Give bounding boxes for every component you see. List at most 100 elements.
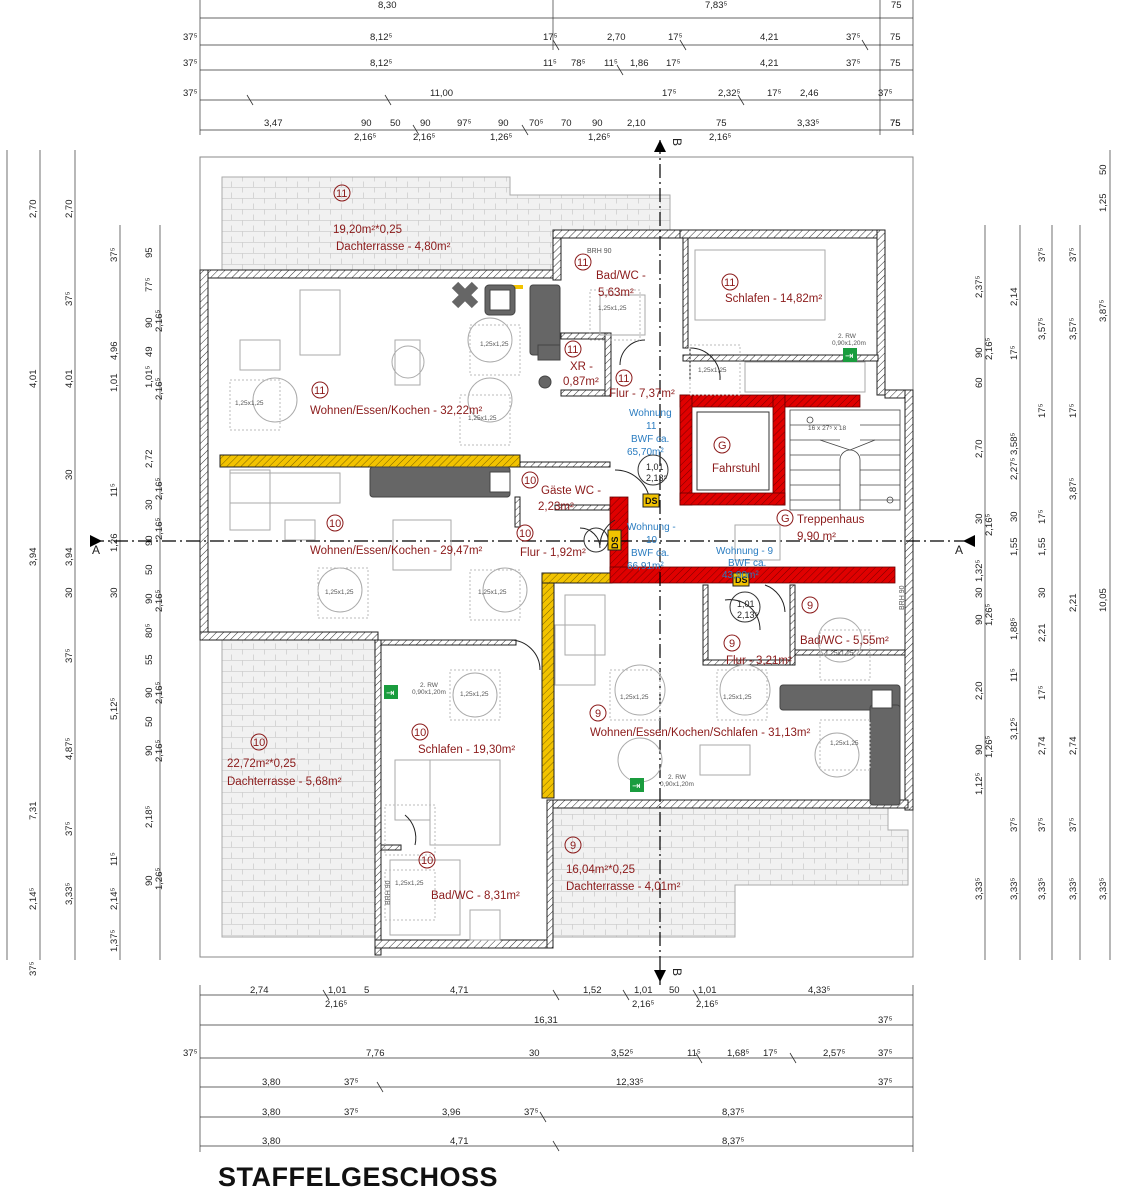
svg-text:10: 10: [414, 727, 426, 739]
svg-text:1,25x1,25: 1,25x1,25: [620, 694, 649, 701]
svg-text:3,33⁵: 3,33⁵: [64, 883, 75, 905]
svg-text:2,14⁵: 2,14⁵: [28, 888, 39, 910]
svg-text:2,16⁵: 2,16⁵: [154, 478, 165, 500]
svg-text:60: 60: [974, 377, 985, 388]
svg-text:2,16⁵: 2,16⁵: [154, 682, 165, 704]
svg-text:11⁵: 11⁵: [604, 58, 618, 69]
svg-text:30: 30: [144, 499, 155, 510]
svg-text:1,26⁵: 1,26⁵: [588, 132, 610, 143]
unit-labels: Wohnung 11 BWF ca. 65,70m² Wohnung - 10 …: [627, 408, 774, 581]
svg-text:10: 10: [519, 528, 531, 540]
bad-11-label: Bad/WC -: [596, 270, 646, 282]
turning-circles: [229, 289, 871, 921]
svg-text:17⁵: 17⁵: [662, 88, 677, 99]
svg-text:30: 30: [1009, 511, 1020, 522]
svg-text:9: 9: [807, 600, 813, 612]
svg-text:11: 11: [577, 257, 588, 269]
schlafen-11-label: Schlafen - 14,82m²: [725, 293, 822, 305]
svg-text:17⁵: 17⁵: [666, 58, 681, 69]
svg-text:1,01⁵: 1,01⁵: [144, 366, 155, 388]
svg-text:90: 90: [974, 614, 985, 625]
svg-text:1,25x1,25: 1,25x1,25: [460, 691, 489, 698]
svg-text:37⁵: 37⁵: [878, 1048, 893, 1059]
svg-text:2,46: 2,46: [800, 88, 819, 99]
svg-text:49: 49: [144, 346, 155, 357]
svg-text:2,32⁵: 2,32⁵: [718, 88, 740, 99]
page-title: STAFFELGESCHOSS: [218, 1162, 499, 1192]
svg-text:50: 50: [669, 985, 680, 996]
svg-text:77⁵: 77⁵: [144, 277, 155, 292]
svg-text:37⁵: 37⁵: [344, 1077, 359, 1088]
svg-text:3,33⁵: 3,33⁵: [1037, 878, 1048, 900]
svg-text:11⁵: 11⁵: [687, 1048, 701, 1059]
svg-text:3,57⁵: 3,57⁵: [1037, 318, 1048, 340]
svg-text:75: 75: [716, 118, 727, 129]
svg-text:1,01: 1,01: [698, 985, 717, 996]
svg-text:17⁵: 17⁵: [1037, 685, 1048, 700]
svg-text:BRH 90: BRH 90: [587, 248, 612, 255]
svg-text:16,31: 16,31: [534, 1015, 558, 1026]
svg-text:1,26⁵: 1,26⁵: [490, 132, 512, 143]
svg-text:37⁵: 37⁵: [1037, 817, 1048, 832]
svg-text:95: 95: [144, 247, 155, 258]
svg-text:90: 90: [144, 317, 155, 328]
svg-text:⇥: ⇥: [845, 351, 853, 362]
svg-text:1,25x1,25: 1,25x1,25: [480, 341, 509, 348]
svg-text:37⁵: 37⁵: [64, 821, 75, 836]
svg-text:37⁵: 37⁵: [1068, 817, 1079, 832]
svg-text:1,25: 1,25: [1098, 194, 1109, 213]
svg-text:37⁵: 37⁵: [64, 648, 75, 663]
section-arrow-b-bottom: [654, 970, 666, 982]
svg-text:90: 90: [144, 593, 155, 604]
svg-text:11: 11: [314, 385, 325, 397]
svg-text:11,00: 11,00: [430, 88, 453, 99]
svg-text:9: 9: [729, 638, 735, 650]
svg-text:1,25x1,25: 1,25x1,25: [825, 650, 854, 657]
bad-9-label: Bad/WC - 5,55m²: [800, 635, 889, 647]
svg-text:1,25x1,25: 1,25x1,25: [235, 400, 264, 407]
svg-text:2,16⁵: 2,16⁵: [325, 999, 347, 1010]
svg-text:75: 75: [890, 118, 901, 129]
svg-text:2,74: 2,74: [1068, 737, 1079, 756]
svg-text:8,37⁵: 8,37⁵: [722, 1107, 744, 1118]
section-label-a-left: A: [92, 543, 100, 557]
svg-text:2,16⁵: 2,16⁵: [709, 132, 731, 143]
dims-right: 2,37⁵ 90 60 2,70 30 30 1,32⁵ 90 2,20 90 …: [974, 164, 1109, 900]
dims-top: 8,30 7,83⁵ 75 37⁵ 8,12⁵ 17⁵ 2,70 17⁵ 4,2…: [183, 0, 902, 143]
svg-text:37⁵: 37⁵: [183, 1048, 198, 1059]
svg-text:⇥: ⇥: [386, 688, 394, 699]
svg-text:2,21: 2,21: [1037, 624, 1048, 643]
svg-text:2,16⁵: 2,16⁵: [984, 338, 995, 360]
terrace-10: [221, 639, 376, 938]
elevator-shaft: [696, 411, 770, 491]
terrace-9-calc: 16,04m²*0,25: [566, 864, 635, 876]
svg-text:2,74: 2,74: [1037, 737, 1048, 756]
svg-text:2,70: 2,70: [607, 32, 626, 43]
svg-text:11: 11: [336, 188, 347, 200]
svg-text:2,37⁵: 2,37⁵: [974, 276, 985, 298]
sill-height-labels: BRH 90 BRH 90 BRH 90: [385, 248, 906, 905]
svg-text:1,25x1,25: 1,25x1,25: [395, 880, 424, 887]
svg-text:37⁵: 37⁵: [878, 88, 893, 99]
svg-text:17⁵: 17⁵: [763, 1048, 778, 1059]
svg-text:Wohnung - 9: Wohnung - 9: [716, 546, 774, 557]
svg-text:1,55: 1,55: [1037, 538, 1048, 557]
svg-text:3,58⁵: 3,58⁵: [1009, 433, 1020, 455]
svg-text:90: 90: [144, 875, 155, 886]
schlafen-10-label: Schlafen - 19,30m²: [418, 744, 515, 756]
svg-text:11: 11: [567, 344, 578, 356]
svg-text:2,16⁵: 2,16⁵: [696, 999, 718, 1010]
svg-text:30: 30: [64, 587, 75, 598]
svg-text:BRH 90: BRH 90: [899, 585, 906, 610]
svg-text:17⁵: 17⁵: [767, 88, 782, 99]
walls: [199, 229, 914, 956]
svg-text:2. RW: 2. RW: [420, 682, 439, 689]
section-label-b-bottom: B: [670, 968, 684, 976]
svg-text:2,70: 2,70: [28, 200, 39, 219]
svg-text:1,37⁵: 1,37⁵: [109, 930, 120, 952]
svg-text:55: 55: [144, 654, 155, 665]
svg-text:DS: DS: [735, 575, 748, 585]
svg-text:90: 90: [361, 118, 372, 129]
svg-text:37⁵: 37⁵: [846, 32, 861, 43]
